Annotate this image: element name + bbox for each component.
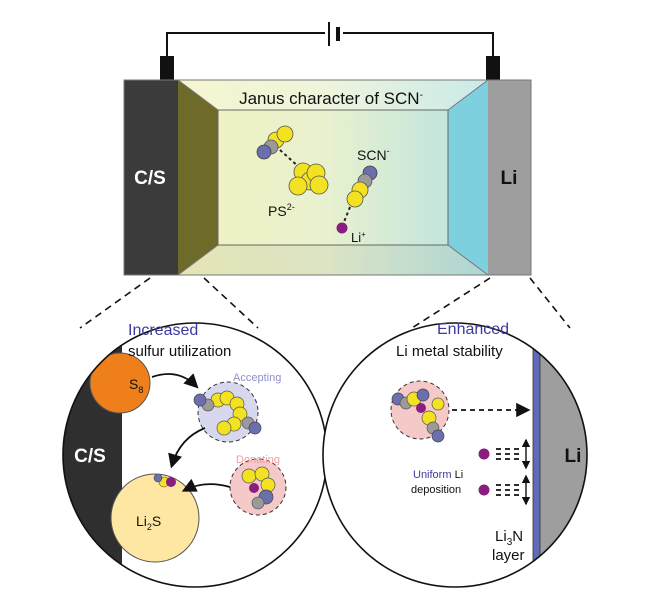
cathode-label: C/S [134,168,166,189]
right-heading-2: Li metal stability [396,343,503,360]
deposition-arrows [452,402,531,496]
cell: C/S Li Janus character of SCN- PS2- SCN [123,79,532,276]
anode-block [488,80,531,275]
li-ion-dot [478,484,490,496]
li2s-label: Li2S [136,513,161,532]
li2s-product-cluster [153,473,176,488]
left-heading-2: sulfur utilization [128,343,231,360]
li2s-particle [110,473,200,563]
zoom-guides [79,277,571,329]
accepting-label: Accepting [233,372,281,384]
li3n-layer [532,323,541,587]
thiocyanate-molecule [336,165,378,234]
anode-label: Li [501,168,518,189]
external-circuit [160,22,500,80]
cell-title: Janus character of SCN- [239,89,423,108]
anode-terminal [486,56,500,80]
cathode-terminal [160,56,174,80]
anode-side-face [448,80,488,275]
li-ion-dot [478,448,490,460]
left-heading-1: Increased [128,322,198,339]
polysulfide-label: PS2- [268,202,295,219]
cathode-side-face [178,80,218,275]
s8-particle [89,352,151,414]
deposition-label: deposition [411,484,461,496]
accepting-complex [193,381,262,443]
s8-label: S8 [129,376,143,395]
cathode-block [124,80,178,275]
uniform-li-label: Uniform Li [413,469,463,481]
left-zoom-circle: C/S Increased sulfur utilization S8 Li2S… [62,322,328,588]
right-heading-1: Enhanced [437,321,509,338]
layer-label: layer [492,547,525,564]
reaction-arrows [151,373,231,492]
right-zoom-circle: Li Enhanced Li metal stability [322,321,588,588]
scn-li-complex [390,380,450,443]
donating-label: Donating [236,454,280,466]
donating-complex [229,458,287,516]
left-electrode-label: C/S [74,446,106,467]
polysulfide-molecule [256,125,329,196]
right-electrode-label: Li [565,446,582,467]
scn-label: SCN- [357,146,390,163]
li-ion-label: Li+ [351,230,366,245]
li3n-label: Li3N [495,528,523,548]
